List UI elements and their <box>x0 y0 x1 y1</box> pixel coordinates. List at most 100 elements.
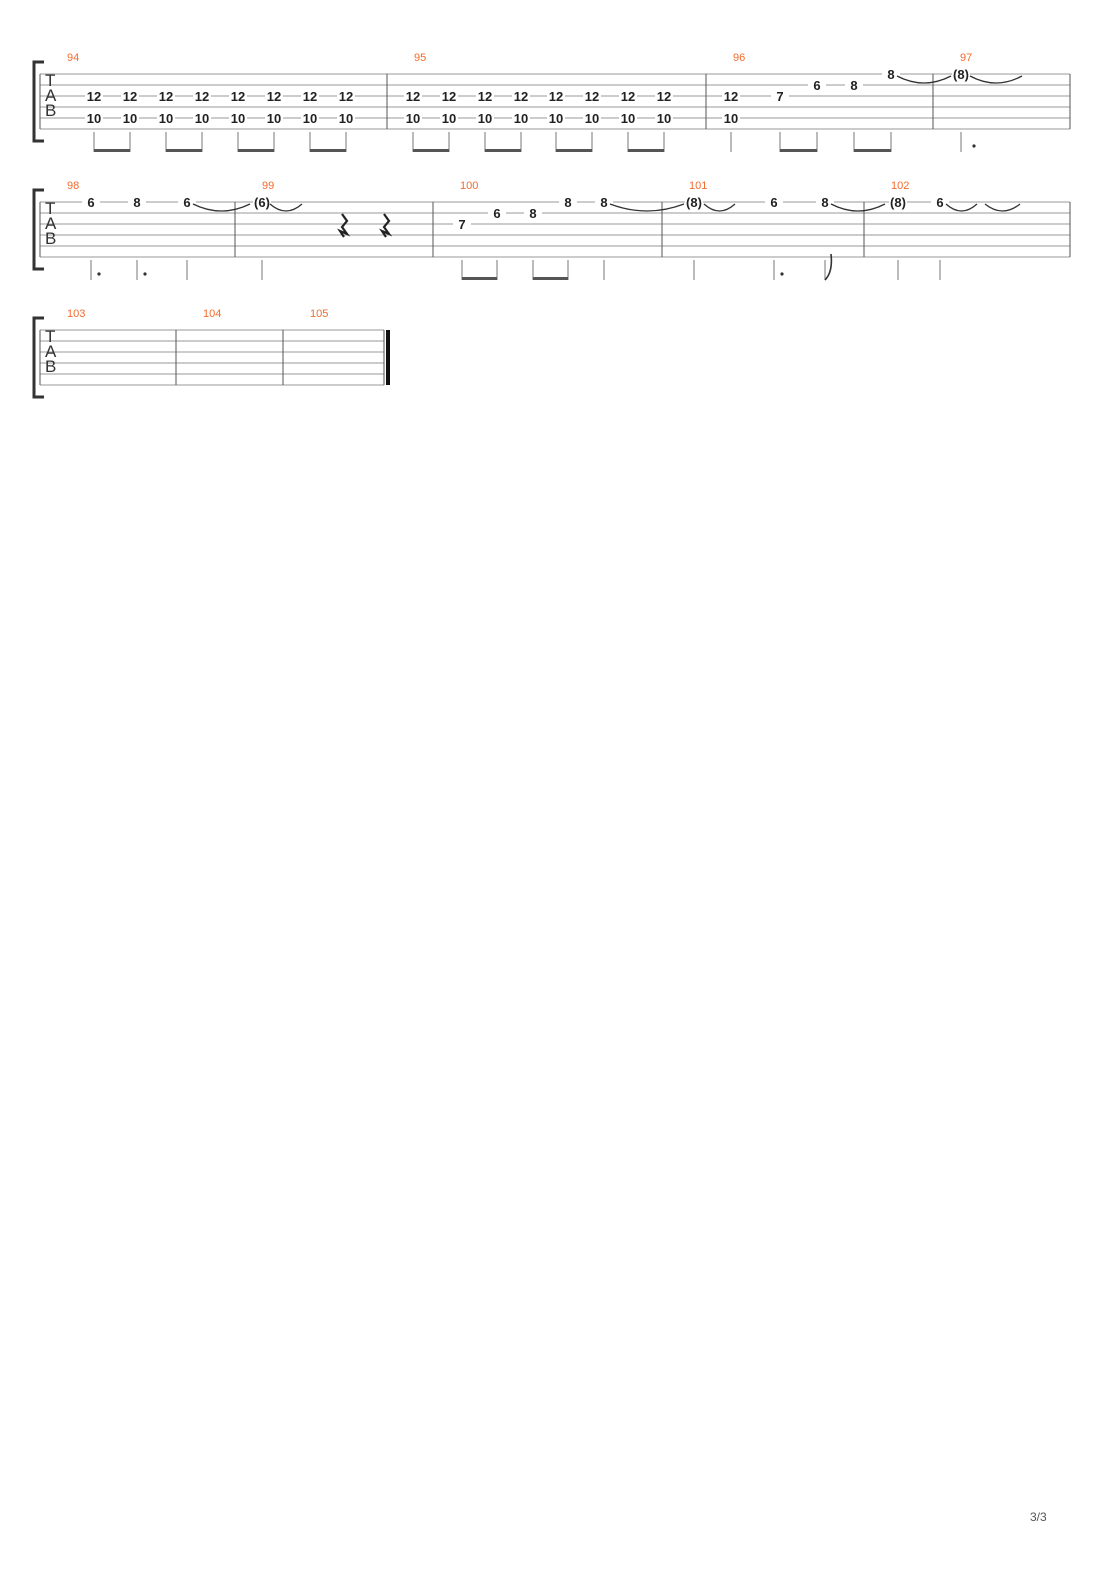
fret-background <box>229 111 247 124</box>
fret-number: 10 <box>514 111 528 126</box>
fret-number: 8 <box>564 195 571 210</box>
fret-background <box>845 78 863 91</box>
fret-background <box>85 111 103 124</box>
tab-clef-letter: T <box>45 199 55 218</box>
measure-number: 101 <box>689 180 707 192</box>
tie-arc <box>984 203 1021 212</box>
fret-number: 10 <box>478 111 492 126</box>
fret-background <box>337 89 355 102</box>
fret-number: 10 <box>87 111 101 126</box>
tie-arc <box>609 203 685 212</box>
fret-number: 10 <box>159 111 173 126</box>
fret-background <box>512 89 530 102</box>
fret-background <box>685 195 703 208</box>
beam <box>780 149 817 152</box>
fret-background <box>771 89 789 102</box>
measure-number: 105 <box>310 308 328 320</box>
fret-number: 8 <box>850 78 857 93</box>
fret-background <box>952 67 970 80</box>
fret-background <box>655 111 673 124</box>
fret-number: (8) <box>953 67 969 82</box>
fret-number: 12 <box>195 89 209 104</box>
fret-background <box>547 111 565 124</box>
note-flag <box>824 253 833 281</box>
fret-number: 6 <box>770 195 777 210</box>
fret-number: 12 <box>303 89 317 104</box>
tab-clef-letter: T <box>45 327 55 346</box>
tie-arc <box>830 203 886 212</box>
fret-background <box>121 89 139 102</box>
fret-number: 8 <box>600 195 607 210</box>
measure-number: 94 <box>67 52 79 64</box>
tab-clef-letter: B <box>45 357 56 376</box>
measure-number: 102 <box>891 180 909 192</box>
system-bracket <box>32 60 44 143</box>
fret-number: 12 <box>123 89 137 104</box>
fret-number: 12 <box>159 89 173 104</box>
fret-background <box>85 89 103 102</box>
beam <box>556 149 592 152</box>
fret-number: 7 <box>776 89 783 104</box>
fret-background <box>722 89 740 102</box>
fret-background <box>476 89 494 102</box>
measure-number: 97 <box>960 52 972 64</box>
fret-background <box>453 217 471 230</box>
fret-background <box>524 206 542 219</box>
fret-number: 10 <box>724 111 738 126</box>
augmentation-dot <box>780 272 784 276</box>
fret-number: 10 <box>585 111 599 126</box>
fret-background <box>619 89 637 102</box>
fret-number: (8) <box>890 195 906 210</box>
quarter-rest <box>337 213 351 238</box>
fret-number: 12 <box>621 89 635 104</box>
quarter-rest <box>379 213 393 238</box>
augmentation-dot <box>972 144 976 148</box>
augmentation-dot <box>97 272 101 276</box>
fret-number: (8) <box>686 195 702 210</box>
fret-background <box>121 111 139 124</box>
beam <box>166 149 202 152</box>
fret-background <box>476 111 494 124</box>
fret-background <box>889 195 907 208</box>
fret-background <box>157 89 175 102</box>
fret-background <box>337 111 355 124</box>
beam <box>485 149 521 152</box>
fret-background <box>82 195 100 208</box>
tie-arc <box>703 203 736 212</box>
fret-background <box>583 89 601 102</box>
measure-number: 104 <box>203 308 221 320</box>
tab-clef-letter: A <box>45 214 57 233</box>
fret-number: 12 <box>724 89 738 104</box>
tie-arc <box>945 203 978 212</box>
fret-number: 10 <box>442 111 456 126</box>
fret-background <box>765 195 783 208</box>
fret-number: 8 <box>821 195 828 210</box>
fret-background <box>808 78 826 91</box>
fret-background <box>655 89 673 102</box>
measure-number: 99 <box>262 180 274 192</box>
tab-clef-letter: B <box>45 101 56 120</box>
beam <box>462 277 497 280</box>
fret-number: 12 <box>549 89 563 104</box>
fret-background <box>229 89 247 102</box>
tab-clef-letter: T <box>45 71 55 90</box>
fret-background <box>722 111 740 124</box>
fret-number: 12 <box>657 89 671 104</box>
fret-number: 8 <box>133 195 140 210</box>
fret-number: 10 <box>406 111 420 126</box>
measure-number: 95 <box>414 52 426 64</box>
fret-background <box>128 195 146 208</box>
fret-number: 12 <box>406 89 420 104</box>
fret-number: 12 <box>514 89 528 104</box>
fret-number: 10 <box>267 111 281 126</box>
page-number: 3/3 <box>1030 1510 1047 1524</box>
fret-number: 12 <box>87 89 101 104</box>
tie-arc <box>192 203 251 212</box>
tie-arc <box>969 75 1023 84</box>
fret-background <box>619 111 637 124</box>
fret-number: 8 <box>529 206 536 221</box>
measure-number: 100 <box>460 180 478 192</box>
fret-background <box>440 89 458 102</box>
fret-background <box>253 195 271 208</box>
fret-background <box>157 111 175 124</box>
